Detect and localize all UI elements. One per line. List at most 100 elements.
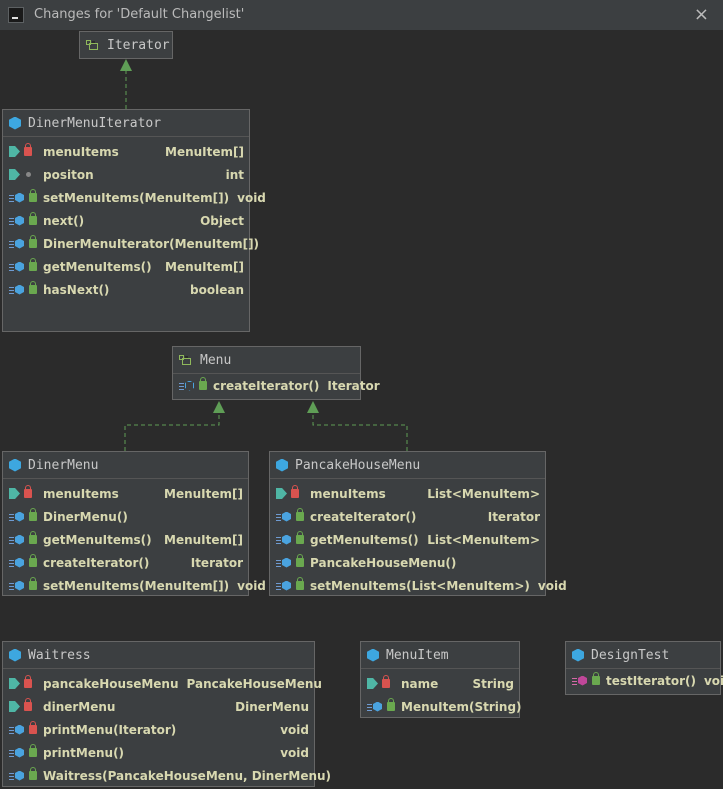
method-icon [9, 261, 25, 273]
class-icon [276, 458, 288, 472]
class-name: DinerMenuIterator [28, 115, 162, 131]
private-lock-icon [24, 675, 32, 688]
field-tag-icon [9, 678, 20, 689]
public-lock-icon [29, 235, 37, 248]
public-lock-icon [296, 531, 304, 544]
menuitem-header: MenuItem [361, 642, 519, 669]
window-title: Changes for 'Default Changelist' [34, 7, 245, 22]
iterator-interface[interactable]: Iterator [79, 31, 173, 59]
public-lock-icon [29, 258, 37, 271]
menu-header: Menu [173, 347, 360, 374]
method-row[interactable]: setMenuItems(MenuItem[])void [3, 574, 266, 597]
class-name: DinerMenu [28, 457, 99, 473]
method-row[interactable]: getMenuItems()MenuItem[] [3, 528, 248, 551]
method-row[interactable]: createIterator()Iterator [173, 374, 380, 397]
test-method-icon [572, 675, 588, 687]
pancakehousemenu-header: PancakeHouseMenu [270, 452, 545, 479]
private-lock-icon [382, 675, 390, 688]
class-icon [9, 458, 21, 472]
public-lock-icon [29, 212, 37, 225]
class-icon [572, 648, 584, 662]
menu-interface[interactable]: Menu createIterator()Iterator [172, 346, 380, 400]
interface-icon [86, 39, 100, 51]
method-icon [9, 724, 25, 736]
class-name: PancakeHouseMenu [295, 457, 421, 473]
field-tag-icon [9, 701, 20, 712]
method-icon [9, 770, 25, 782]
designtest-class[interactable]: DesignTest testIterator()void [565, 641, 723, 695]
class-icon [9, 648, 21, 662]
field-tag-icon [276, 488, 287, 499]
constructor-row[interactable]: Waitress(PancakeHouseMenu, DinerMenu) [3, 764, 331, 787]
method-icon [9, 580, 25, 592]
constructor-row[interactable]: DinerMenu() [3, 505, 248, 528]
public-lock-icon [29, 281, 37, 294]
method-row[interactable]: getMenuItems()MenuItem[] [3, 255, 249, 278]
method-row[interactable]: hasNext()boolean [3, 278, 249, 301]
designtest-header: DesignTest [566, 642, 720, 669]
method-icon [276, 557, 292, 569]
method-row[interactable]: setMenuItems(List<MenuItem>)void [270, 574, 567, 597]
method-icon [276, 580, 292, 592]
method-row[interactable]: printMenu(Iterator)void [3, 718, 314, 741]
package-private-dot-icon [26, 172, 31, 177]
class-name: MenuItem [386, 647, 449, 663]
iterator-header: Iterator [80, 32, 172, 58]
class-icon [367, 648, 379, 662]
private-lock-icon [24, 143, 32, 156]
private-lock-icon [24, 698, 32, 711]
method-icon [367, 701, 383, 713]
public-lock-icon [592, 672, 600, 685]
public-lock-icon [29, 554, 37, 567]
public-lock-icon [296, 554, 304, 567]
class-name: Waitress [28, 647, 91, 663]
constructor-row[interactable]: PancakeHouseMenu() [270, 551, 545, 574]
method-icon [9, 511, 25, 523]
dinermenu-header: DinerMenu [3, 452, 248, 479]
method-icon [9, 284, 25, 296]
constructor-row[interactable]: DinerMenuIterator(MenuItem[]) [3, 232, 259, 255]
class-name: DesignTest [591, 647, 670, 663]
private-lock-icon [29, 721, 37, 734]
constructor-row[interactable]: MenuItem(String) [361, 695, 522, 718]
method-row[interactable]: printMenu()void [3, 741, 314, 764]
method-row[interactable]: createIterator()Iterator [3, 551, 248, 574]
method-row[interactable]: next()Object [3, 209, 249, 232]
relationship-lines [120, 59, 408, 451]
public-lock-icon [29, 744, 37, 757]
method-icon [9, 192, 25, 204]
waitress-header: Waitress [3, 642, 314, 669]
method-icon [9, 238, 25, 250]
abstract-method-icon [179, 380, 195, 392]
close-button[interactable]: × [693, 4, 709, 25]
realization-pancakehousemenu-menu [312, 403, 408, 451]
public-lock-icon [29, 189, 37, 202]
method-icon [9, 215, 25, 227]
public-lock-icon [199, 377, 207, 390]
title-bar: Changes for 'Default Changelist' × [0, 0, 723, 31]
public-lock-icon [387, 698, 395, 711]
method-row[interactable]: createIterator()Iterator [270, 505, 545, 528]
test-method-row[interactable]: testIterator()void [566, 669, 723, 692]
intellij-app-icon [8, 7, 24, 23]
public-lock-icon [296, 508, 304, 521]
field-tag-icon [367, 678, 378, 689]
method-row[interactable]: setMenuItems(MenuItem[])void [3, 186, 266, 209]
field-tag-icon [9, 488, 20, 499]
method-icon [9, 534, 25, 546]
method-row[interactable]: getMenuItems()List<MenuItem> [270, 528, 545, 551]
public-lock-icon [29, 531, 37, 544]
